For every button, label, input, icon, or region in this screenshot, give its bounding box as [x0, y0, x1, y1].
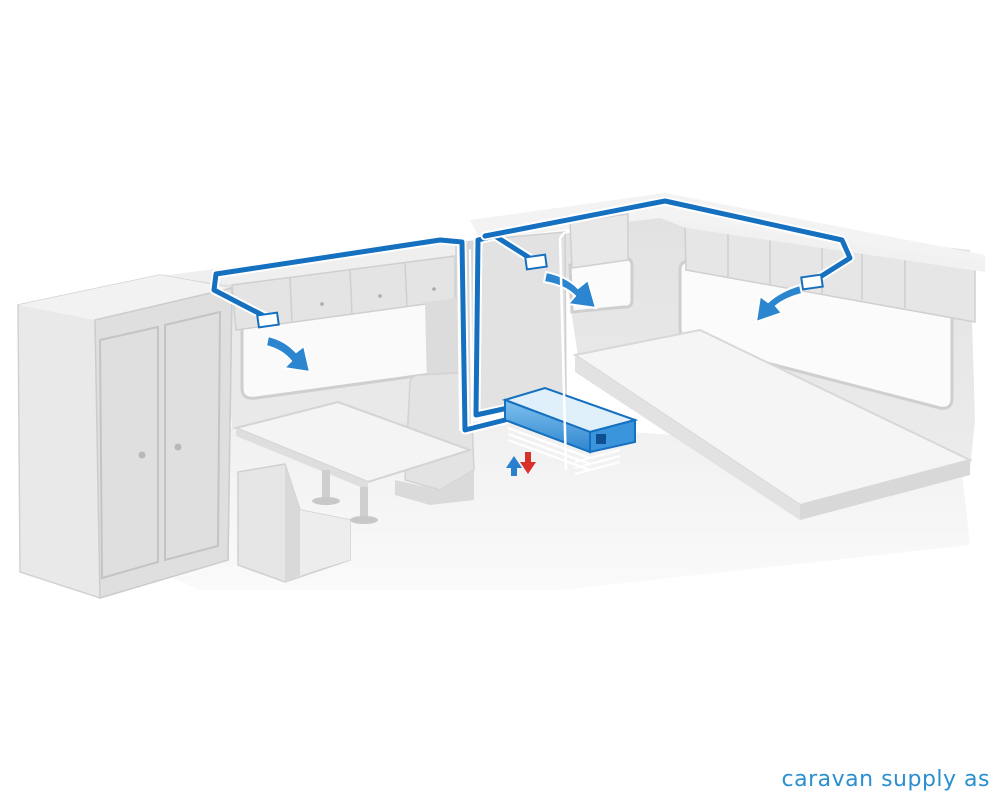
bed: [572, 328, 973, 520]
vent-grille-icon: [256, 311, 280, 329]
air-conditioning-unit: [501, 231, 639, 475]
curved-arrow-icon: [264, 334, 312, 374]
down-arrow-icon: [520, 452, 536, 474]
curved-arrow-icon: [754, 283, 804, 324]
up-arrow-icon: [506, 456, 522, 476]
vent-grille-icon: [800, 273, 824, 291]
vent-grille-icon: [524, 253, 548, 271]
intake-arrows: [506, 452, 536, 476]
wardrobe: [17, 274, 233, 599]
brand-logo-text: caravan supply as: [781, 767, 990, 792]
outlet-vent: [256, 253, 824, 329]
dinette-bench-front: [237, 463, 351, 583]
airflow-arrow: [264, 270, 804, 374]
supply-duct: [209, 196, 855, 435]
dinette-table: [232, 400, 474, 524]
